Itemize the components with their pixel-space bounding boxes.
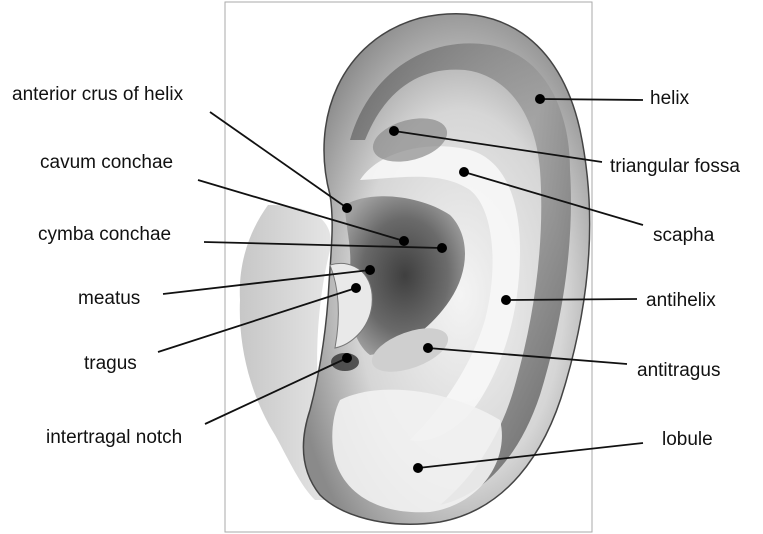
label-tragus: tragus (84, 353, 137, 374)
label-anterior-crus-of-helix: anterior crus of helix (12, 84, 184, 105)
marker-anterior-crus-of-helix (342, 203, 352, 213)
leader-antihelix (505, 298, 638, 301)
labels: anterior crus of helix cavum conchae cym… (12, 84, 740, 450)
label-scapha: scapha (653, 225, 715, 246)
leader-scapha (463, 171, 644, 226)
label-helix: helix (650, 88, 690, 109)
image-frame (224, 1, 593, 533)
leader-cavum-conchae (197, 179, 405, 242)
label-lobule: lobule (662, 429, 713, 450)
marker-scapha (459, 167, 469, 177)
lobule-shape (332, 389, 502, 513)
label-cymba-conchae: cymba conchae (38, 224, 171, 245)
label-antihelix: antihelix (646, 290, 716, 311)
leader-tragus (157, 287, 357, 353)
marker-antihelix (501, 295, 511, 305)
helix-rim (350, 43, 571, 505)
marker-lobule (413, 463, 423, 473)
leader-meatus (162, 269, 371, 295)
antitragus-shape (371, 328, 449, 372)
leader-cymba-conchae (203, 241, 443, 249)
marker-tragus (351, 283, 361, 293)
marker-cymba-conchae (437, 243, 447, 253)
marker-cavum-conchae (399, 236, 409, 246)
leader-anterior-crus-of-helix (209, 111, 348, 209)
leader-antitragus (427, 347, 628, 365)
marker-triangular-fossa (389, 126, 399, 136)
label-meatus: meatus (78, 288, 140, 309)
label-intertragal-notch: intertragal notch (46, 427, 182, 448)
marker-intertragal-notch (342, 353, 352, 363)
concha-shape (345, 196, 465, 355)
label-antitragus: antitragus (637, 360, 720, 381)
leader-intertragal-notch (204, 357, 348, 425)
marker-antitragus (423, 343, 433, 353)
leader-lobule (417, 442, 644, 469)
antihelix-ridge (360, 146, 520, 441)
leader-triangular-fossa (393, 130, 603, 163)
leader-helix (539, 98, 644, 101)
marker-helix (535, 94, 545, 104)
label-cavum-conchae: cavum conchae (40, 152, 173, 173)
marker-meatus (365, 265, 375, 275)
leader-lines (157, 94, 644, 473)
ear-illustration (239, 13, 591, 525)
label-triangular-fossa: triangular fossa (610, 156, 740, 177)
